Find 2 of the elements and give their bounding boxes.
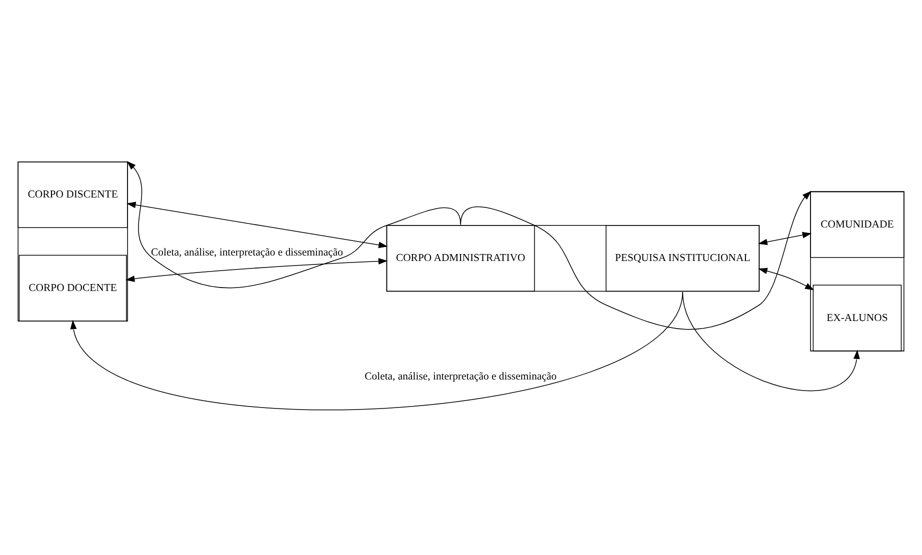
edge-label: Coleta, análise, interpretação e disseminação bbox=[364, 370, 557, 382]
edge-label: Coleta, análise, interpretação e disseminação bbox=[151, 246, 343, 258]
